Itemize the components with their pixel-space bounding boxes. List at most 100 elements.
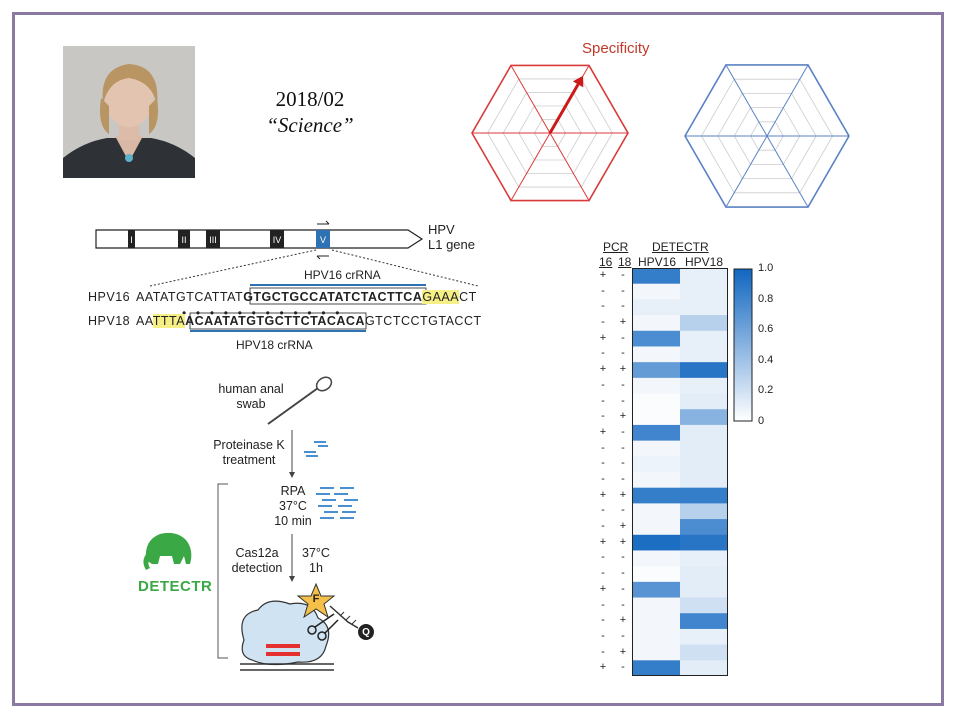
heatmap-cell-hpv18	[680, 362, 728, 379]
sequence-pam: TTTA	[152, 314, 186, 328]
hpv-label-line2: L1 gene	[428, 237, 475, 252]
heatmap-cell-hpv18	[680, 330, 728, 347]
quencher-circle	[358, 624, 374, 640]
pcr-result-18: -	[621, 504, 625, 517]
pcr-result-18: +	[619, 520, 627, 533]
swab-tip	[315, 376, 333, 392]
pcr-result-16: +	[599, 425, 607, 438]
pcr-result-16: -	[601, 441, 605, 454]
heatmap-cell-hpv18	[680, 581, 728, 599]
pcr-result-16: -	[601, 614, 605, 627]
pcr-result-18: -	[621, 457, 625, 470]
pcr-result-18: +	[619, 316, 627, 329]
quencher-label: Q	[362, 627, 370, 638]
heatmap-cell-hpv18	[680, 519, 728, 536]
colorbar-tick: 0	[758, 414, 765, 427]
heatmap-cell-hpv16	[632, 299, 680, 316]
heatmap-cell-hpv18	[680, 456, 728, 473]
pcr-result-16: +	[599, 661, 607, 674]
heatmap-cell-hpv16	[632, 268, 680, 285]
pcr-result-18: -	[621, 269, 625, 281]
pcr-result-18: -	[621, 661, 625, 674]
pcr-result-18: -	[621, 347, 625, 360]
citation-journal: “Science”	[266, 113, 354, 137]
pcr-result-16: +	[599, 269, 607, 281]
heatmap-cell-hpv16	[632, 377, 680, 395]
pcr-result-18: +	[619, 535, 627, 548]
heatmap-cell-hpv18	[680, 503, 728, 520]
radar-spoke	[725, 64, 768, 137]
radar-outline	[684, 64, 850, 208]
sequence-post: CT	[459, 290, 477, 304]
heatmap-border	[632, 268, 728, 676]
heatmap-cell-hpv16	[632, 519, 680, 536]
heatmap-cell-hpv16	[632, 456, 680, 473]
heatmap-cell-hpv18	[680, 393, 728, 410]
heatmap-cell-hpv18	[680, 268, 728, 285]
sequence-name: HPV16	[88, 290, 131, 304]
specificity-label: Specificity	[582, 40, 650, 57]
specificity-arrow	[548, 83, 580, 134]
heatmap-cell-hpv18	[680, 628, 728, 646]
radar-spoke	[766, 135, 809, 208]
sequence-target: ACAATATGTGCTTCTACACA	[185, 314, 365, 328]
segment-I	[128, 230, 135, 248]
sequence-post: GTCTCCTGTACCT	[364, 314, 482, 328]
heatmap-cell-hpv16	[632, 534, 680, 551]
pcr-result-18: -	[621, 394, 625, 407]
rpa-label: RPA 37°C 10 min	[274, 484, 312, 528]
heatmap-cell-hpv18	[680, 283, 728, 300]
detectr-heatmap	[632, 268, 728, 676]
heatmap-cell-hpv18	[680, 550, 728, 567]
heatmap-cell-hpv16	[632, 440, 680, 457]
hpv16-crrna-label: HPV16 crRNA	[304, 268, 381, 282]
heatmap-cell-hpv16	[632, 346, 680, 363]
cas12a-condition: 37°C 1h	[302, 546, 330, 575]
sequence-target: GTGCTGCCATATCTACTTCA	[243, 290, 423, 304]
heatmap-cell-hpv18	[680, 315, 728, 332]
heatmap-cell-hpv16	[632, 487, 680, 504]
swab-label: human anal swab	[218, 382, 284, 411]
segment-label: V	[320, 235, 326, 245]
pcr-result-16: -	[601, 520, 605, 533]
sequence-name: HPV18	[88, 314, 131, 328]
pcr-col-18: 18	[618, 255, 632, 269]
colorbar-tick: 0.8	[758, 292, 774, 305]
pcr-result-18: -	[621, 425, 625, 438]
pcr-result-16: +	[599, 488, 607, 501]
cas12a-label: Cas12a detection	[231, 546, 283, 575]
colorbar-tick: 0.6	[758, 323, 774, 335]
heatmap-cell-hpv16	[632, 424, 680, 442]
scissors-icon	[307, 613, 339, 641]
heatmap-cell-hpv16	[632, 628, 680, 646]
heatmap-cell-hpv16	[632, 315, 680, 332]
detectr-hpv16: HPV16	[638, 255, 677, 269]
pcr-result-16: -	[601, 473, 605, 485]
heatmap-cell-hpv16	[632, 613, 680, 630]
mammoth-logo	[143, 532, 192, 570]
pcr-result-16: +	[599, 582, 607, 595]
detectr-brand: DETECTR	[138, 578, 213, 595]
pcr-result-16: -	[601, 598, 605, 611]
segment-label: III	[209, 235, 217, 245]
heatmap-cell-hpv18	[680, 487, 728, 504]
heatmap-cell-hpv16	[632, 644, 680, 661]
heatmap-cell-hpv16	[632, 362, 680, 379]
heatmap-cell-hpv18	[680, 660, 728, 676]
fluorophore-label: F	[312, 593, 320, 605]
pcr-result-16: -	[601, 284, 605, 297]
colorbar-tick: 0.2	[758, 384, 774, 396]
segment-V	[316, 230, 330, 248]
radar-spoke	[766, 64, 809, 137]
segment-III	[206, 230, 220, 248]
pcr-result-18: -	[621, 629, 625, 642]
heatmap-cell-hpv16	[632, 283, 680, 300]
segment-label: I	[130, 235, 133, 245]
sequence-pam: GAAA	[422, 290, 460, 304]
pcr-result-16: -	[601, 629, 605, 642]
hpv-l1-gene-diagram: I II III IV V	[95, 220, 424, 260]
pcr-result-16: -	[601, 378, 605, 391]
